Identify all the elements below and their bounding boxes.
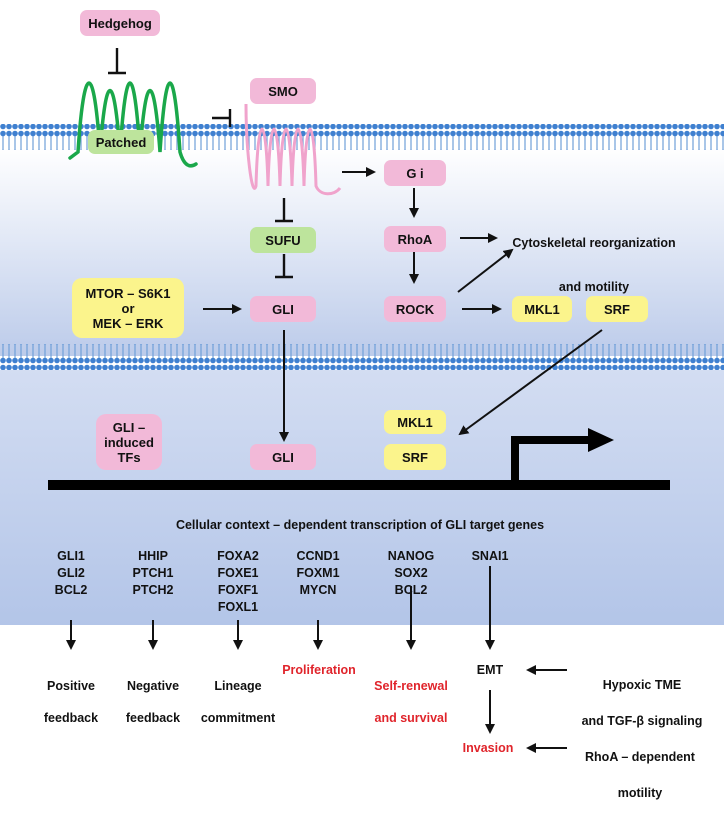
gene-group-emt: SNAI1 — [458, 548, 522, 565]
transcription-start-arrow — [511, 436, 590, 480]
gi-node: G i — [384, 160, 446, 186]
outcome-line: Self-renewal — [374, 679, 448, 693]
dna-strand — [48, 480, 670, 490]
gene: BCL2 — [54, 583, 88, 597]
mkl1-cytoplasm-node: MKL1 — [512, 296, 572, 322]
outcome-line: and survival — [374, 711, 448, 725]
gene: FOXM1 — [296, 566, 340, 580]
smo-node: SMO — [250, 78, 316, 104]
mtor-mek-node: MTOR – S6K1 or MEK – ERK — [72, 278, 184, 338]
gene: CCND1 — [296, 549, 340, 563]
gene: GLI2 — [57, 566, 85, 580]
cytoskeletal-label: Cytoskeletal reorganization and motility — [492, 210, 696, 320]
gene: HHIP — [138, 549, 168, 563]
mtor-line-1: MTOR – S6K1 — [85, 285, 171, 301]
mtor-line-3: MEK – ERK — [92, 315, 164, 331]
gene-group-lineage: FOXA2 FOXE1 FOXF1 FOXL1 — [203, 548, 273, 616]
gene-group-self-renewal: NANOG SOX2 BCL2 — [376, 548, 446, 599]
smo-strand — [244, 103, 342, 196]
outcome-line: feedback — [125, 711, 181, 725]
cytoskeletal-line-2: and motility — [558, 280, 630, 294]
gli-induced-line-1: GLI – — [112, 419, 146, 435]
gene: PTCH1 — [132, 566, 174, 580]
hypoxic-line-1: Hypoxic TME — [602, 678, 682, 692]
outcome-positive-feedback: Positive feedback — [31, 662, 111, 742]
mkl1-nucleus-node: MKL1 — [384, 410, 446, 434]
rhoa-motility-line-2: motility — [617, 786, 663, 800]
cytoskeletal-line-1: Cytoskeletal reorganization — [512, 236, 676, 250]
outcome-self-renewal: Self-renewal and survival — [361, 662, 461, 742]
gene: FOXL1 — [217, 600, 259, 614]
gene: GLI1 — [57, 549, 85, 563]
outcome-invasion: Invasion — [462, 741, 514, 755]
gene: FOXE1 — [217, 566, 259, 580]
activation-arrows — [66, 167, 603, 753]
inhibition-marks — [108, 48, 293, 279]
rhoa-motility-line-1: RhoA – dependent — [585, 750, 695, 764]
outcome-proliferation: Proliferation — [282, 663, 356, 677]
gene-group-feedback-positive: GLI1 GLI2 BCL2 — [41, 548, 101, 599]
gene: MYCN — [299, 583, 337, 597]
gene: SNAI1 — [471, 549, 509, 563]
gene-group-feedback-negative: HHIP PTCH1 PTCH2 — [118, 548, 188, 599]
gli-induced-line-2: induced — [104, 434, 154, 450]
gene: FOXF1 — [217, 583, 259, 597]
outcome-emt: EMT — [476, 663, 504, 677]
transcription-arrowhead — [588, 428, 614, 452]
gli-induced-line-3: TFs — [117, 449, 141, 465]
outcome-line: feedback — [43, 711, 99, 725]
outcome-line: Lineage — [214, 679, 262, 693]
outcome-negative-feedback: Negative feedback — [113, 662, 193, 742]
hypoxic-line-2: and TGF-β signaling — [581, 714, 703, 728]
hypoxic-tme-label: Hypoxic TME and TGF-β signaling — [572, 658, 712, 748]
mtor-line-2: or — [121, 300, 135, 316]
gene: BCL2 — [394, 583, 428, 597]
patched-node: Patched — [88, 130, 154, 154]
outcome-line: commitment — [200, 711, 276, 725]
nucleus-region — [0, 370, 724, 625]
outcome-line: Positive — [47, 679, 95, 693]
gene-group-proliferation: CCND1 FOXM1 MYCN — [283, 548, 353, 599]
gene: NANOG — [387, 549, 435, 563]
rock-node: ROCK — [384, 296, 446, 322]
gene: SOX2 — [394, 566, 428, 580]
gli-nucleus-node: GLI — [250, 444, 316, 470]
context-label: Cellular context – dependent transcripti… — [175, 518, 545, 532]
outcome-line: Negative — [126, 679, 180, 693]
gli-cytoplasm-node: GLI — [250, 296, 316, 322]
srf-nucleus-node: SRF — [384, 444, 446, 470]
gene: PTCH2 — [132, 583, 174, 597]
outcome-lineage-commitment: Lineage commitment — [193, 662, 283, 742]
srf-cytoplasm-node: SRF — [586, 296, 648, 322]
rhoa-motility-label: RhoA – dependent motility — [574, 730, 706, 820]
sufu-node: SUFU — [250, 227, 316, 253]
gene: FOXA2 — [217, 549, 259, 563]
pathway-diagram: Hedgehog Patched SMO G i SUFU RhoA GLI R… — [0, 10, 724, 800]
diagram-graphics — [0, 48, 724, 753]
hedgehog-node: Hedgehog — [80, 10, 160, 36]
gli-induced-tfs-node: GLI – induced TFs — [96, 414, 162, 470]
rhoa-node: RhoA — [384, 226, 446, 252]
nuclear-membrane — [0, 344, 724, 370]
